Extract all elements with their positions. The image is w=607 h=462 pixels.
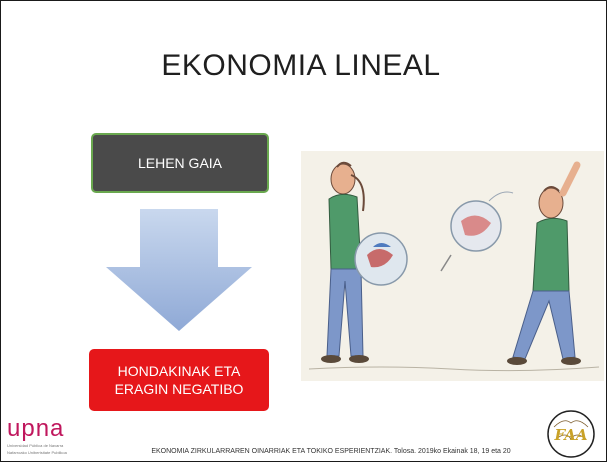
cartoon-image xyxy=(301,151,604,381)
upna-logo-sub2: Nafarroako Unibertsitate Publikoa xyxy=(7,450,67,455)
raw-material-label: LEHEN GAIA xyxy=(137,155,223,171)
upna-logo-text: upna xyxy=(7,415,65,442)
waste-label-line2: ERAGIN NEGATIBO xyxy=(114,381,244,397)
down-arrow-icon xyxy=(106,209,252,331)
faa-seal-icon: FAA xyxy=(547,410,595,458)
raw-material-box: LEHEN GAIA xyxy=(91,133,269,193)
faa-seal-text: FAA xyxy=(553,426,587,444)
slide-title: EKONOMIA LINEAL xyxy=(161,49,441,82)
footer-text: EKONOMIA ZIRKULARRAREN OINARRIAK ETA TOK… xyxy=(151,448,511,455)
upna-logo: upna Universidad Pública de Navarra Nafa… xyxy=(7,417,87,457)
waste-label-line1: HONDAKINAK ETA xyxy=(117,363,241,379)
upna-logo-sub1: Universidad Pública de Navarra xyxy=(7,443,64,448)
waste-box: HONDAKINAK ETA ERAGIN NEGATIBO xyxy=(89,349,269,411)
